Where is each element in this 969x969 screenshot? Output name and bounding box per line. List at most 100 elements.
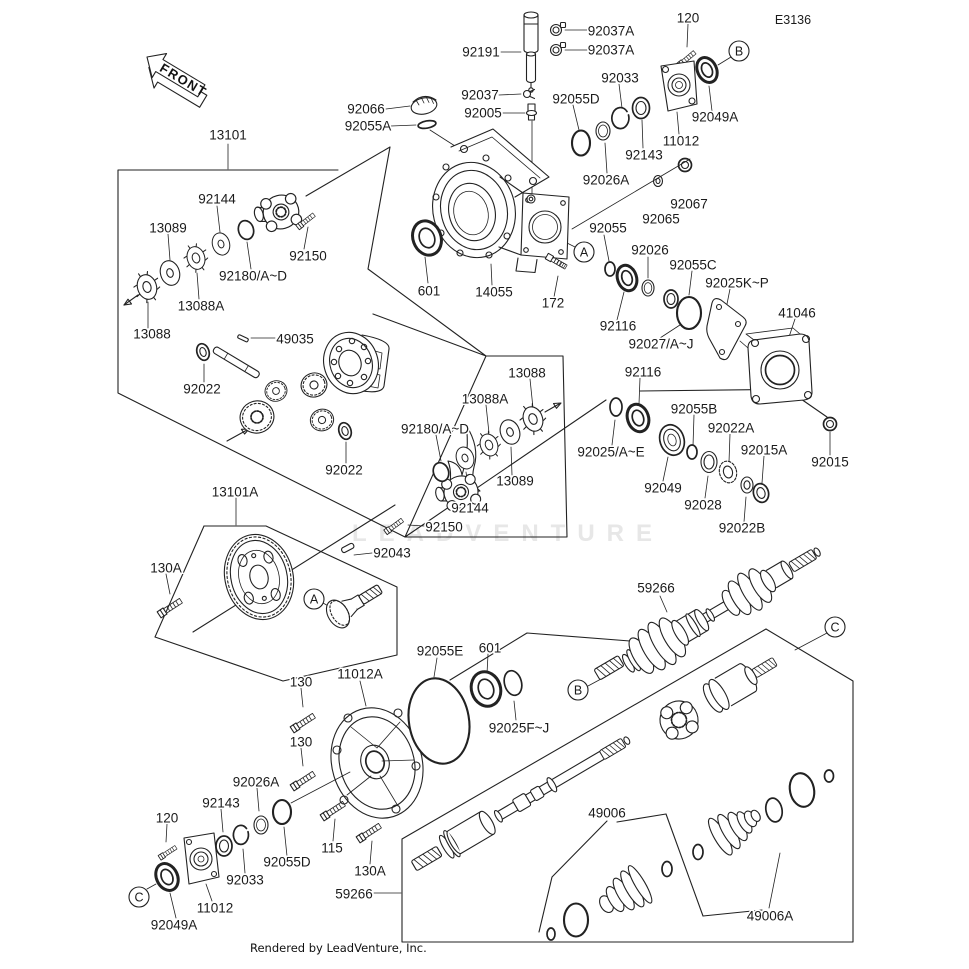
part-label-92027/a~j: 92027/A~J bbox=[629, 337, 694, 352]
bolt-130-2 bbox=[289, 770, 317, 792]
cv-bell-c bbox=[702, 656, 778, 713]
part-label-92037: 92037 bbox=[461, 88, 499, 103]
ring-gear-13101a bbox=[223, 533, 295, 621]
bearing-92143-top bbox=[631, 96, 651, 120]
oring-92027 bbox=[675, 295, 703, 331]
part-label-130: 130 bbox=[290, 735, 313, 750]
part-label-92180/a~d: 92180/A~D bbox=[401, 422, 469, 437]
gasket-92025kp bbox=[706, 297, 747, 361]
part-label-92028: 92028 bbox=[684, 498, 722, 513]
part-label-92026a: 92026A bbox=[233, 775, 280, 790]
oring-92180-1 bbox=[235, 217, 257, 243]
footer-credit: Rendered by LeadVenture, Inc. bbox=[250, 941, 427, 955]
nut-13088a-1 bbox=[180, 241, 212, 275]
pin-92043 bbox=[341, 542, 355, 554]
washer-92022b bbox=[740, 476, 754, 494]
washer-13089-2 bbox=[496, 416, 524, 448]
seal-92049a-top bbox=[695, 56, 719, 84]
circlip-92033-2 bbox=[232, 824, 250, 846]
part-label-92037a: 92037A bbox=[588, 43, 635, 58]
part-label-59266: 59266 bbox=[637, 581, 675, 596]
oring-92025fj bbox=[503, 669, 523, 697]
part-label-130a: 130A bbox=[150, 561, 182, 576]
hub-92150-1 bbox=[250, 190, 304, 236]
washer-92065 bbox=[652, 174, 664, 188]
part-label-13088: 13088 bbox=[133, 327, 171, 342]
part-label-92055b: 92055B bbox=[671, 402, 718, 417]
shim-92026a-2 bbox=[253, 815, 269, 835]
bolt-172 bbox=[544, 252, 568, 271]
boot-49006a bbox=[692, 769, 835, 861]
cover-11012-2 bbox=[183, 832, 220, 885]
bearing-92015a bbox=[752, 482, 770, 504]
part-label-601: 601 bbox=[418, 284, 441, 299]
collar-92028 bbox=[700, 450, 718, 474]
part-label-13101: 13101 bbox=[209, 128, 247, 143]
front-arrow: FRONT bbox=[146, 53, 210, 108]
seal-92055c bbox=[663, 289, 679, 309]
part-label-11012: 11012 bbox=[197, 901, 234, 916]
bearing-92116-1 bbox=[615, 263, 639, 293]
part-label-120: 120 bbox=[677, 11, 700, 26]
cover-11012-top bbox=[660, 60, 698, 112]
part-label-130a: 130A bbox=[354, 864, 386, 879]
connector-c: C bbox=[128, 886, 150, 908]
part-label-92150: 92150 bbox=[425, 520, 463, 535]
ring-92022-2 bbox=[337, 421, 353, 441]
leadventure-watermark: LEADVENTURE bbox=[352, 424, 664, 547]
part-label-11012: 11012 bbox=[663, 134, 700, 149]
part-label-49006: 49006 bbox=[588, 806, 626, 821]
cover-axis-line bbox=[290, 771, 351, 804]
part-label-92055d: 92055D bbox=[552, 92, 600, 107]
connector-c: C bbox=[824, 616, 846, 638]
part-label-13089: 13089 bbox=[496, 474, 534, 489]
part-label-92055: 92055 bbox=[589, 221, 627, 236]
part-label-172: 172 bbox=[542, 296, 565, 311]
part-label-92022: 92022 bbox=[325, 463, 363, 478]
part-label-601: 601 bbox=[479, 641, 502, 656]
part-label-92180/a~d: 92180/A~D bbox=[219, 269, 287, 284]
watermark-text: LEADVENTURE bbox=[352, 520, 664, 547]
part-label-92150: 92150 bbox=[289, 249, 327, 264]
cross-shaft-49035 bbox=[212, 346, 260, 379]
fitting-92005 bbox=[525, 103, 538, 121]
washer-13089-1 bbox=[156, 257, 184, 289]
oring-92055e bbox=[407, 677, 471, 765]
bearing-601 bbox=[411, 219, 443, 257]
axle-59266-c bbox=[410, 736, 631, 872]
cv-ball-cage bbox=[659, 700, 699, 740]
connector-a: A bbox=[573, 241, 595, 263]
part-label-92005: 92005 bbox=[464, 106, 502, 121]
nut-92067 bbox=[677, 157, 693, 173]
part-label-120: 120 bbox=[156, 811, 179, 826]
svg-text:B: B bbox=[574, 683, 582, 697]
oring-92055d-2 bbox=[271, 798, 293, 826]
group-boxes bbox=[117, 146, 854, 943]
part-label-92025f~j: 92025F~J bbox=[489, 721, 549, 736]
part-label-92066: 92066 bbox=[347, 102, 385, 117]
part-label-92026a: 92026A bbox=[583, 173, 630, 188]
bolt-120-2 bbox=[157, 844, 178, 861]
nut-13088a-2 bbox=[473, 427, 505, 463]
boot-49006 bbox=[546, 860, 673, 941]
labels-layer: 92037A92037A921911209203392055D92049A920… bbox=[132, 9, 851, 934]
housing-11012a bbox=[330, 707, 424, 819]
part-label-49035: 49035 bbox=[276, 332, 314, 347]
part-label-92116: 92116 bbox=[600, 319, 637, 334]
part-label-92015: 92015 bbox=[811, 455, 849, 470]
part-label-13088: 13088 bbox=[508, 366, 546, 381]
seal-92049a-2 bbox=[154, 862, 180, 892]
part-label-92025k~p: 92025K~P bbox=[705, 276, 768, 291]
connector-b: B bbox=[728, 40, 750, 62]
part-label-92015a: 92015A bbox=[741, 443, 788, 458]
part-label-92049a: 92049A bbox=[692, 110, 739, 125]
part-label-115: 115 bbox=[321, 841, 343, 856]
oring-92055 bbox=[604, 261, 616, 277]
svg-text:A: A bbox=[580, 245, 589, 259]
part-label-92067: 92067 bbox=[670, 197, 708, 212]
part-label-92033: 92033 bbox=[601, 71, 639, 86]
shim-92026 bbox=[641, 279, 655, 297]
oring-92055a bbox=[417, 119, 437, 130]
clamp-92037a-1 bbox=[549, 21, 567, 37]
